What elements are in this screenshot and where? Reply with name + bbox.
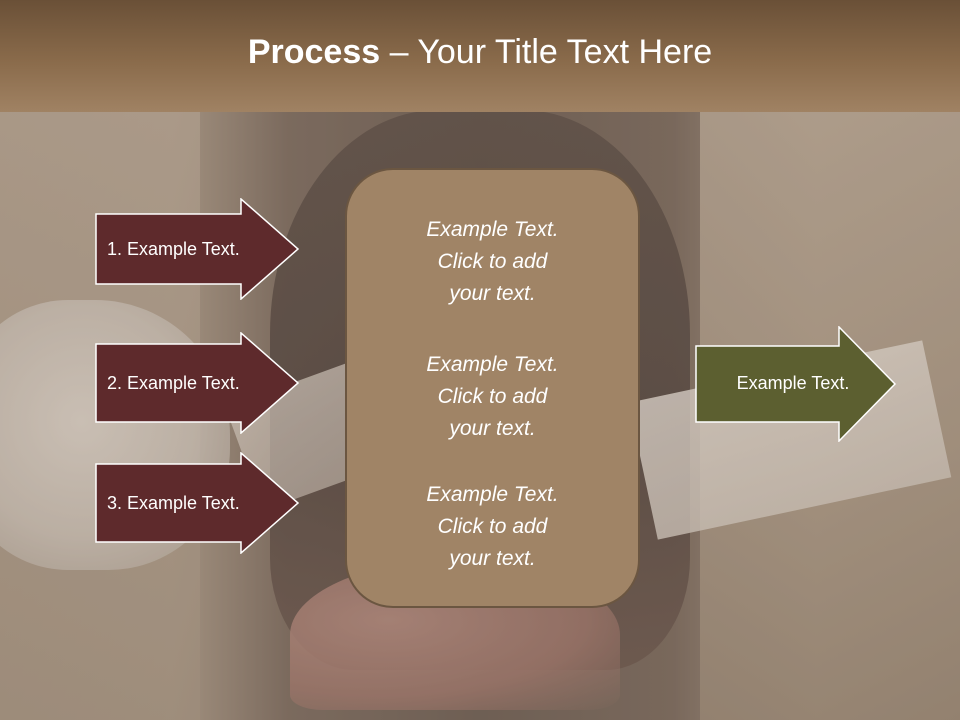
step-arrow-2[interactable]: 2. Example Text. (95, 332, 299, 434)
center-text-1[interactable]: Example Text. Click to add your text. (426, 218, 559, 305)
step-arrow-3[interactable]: 3. Example Text. (95, 452, 299, 554)
arrow-shape-2 (95, 332, 299, 434)
result-arrow[interactable]: Example Text. (695, 326, 897, 442)
arrow-shape-1 (95, 198, 299, 300)
title-band: Process – Your Title Text Here (0, 0, 960, 112)
center-text-3[interactable]: Example Text. Click to add your text. (426, 483, 559, 570)
center-text-box[interactable]: Example Text. Click to add your text. Ex… (345, 168, 640, 608)
step-label-1: 1. Example Text. (107, 238, 240, 259)
result-label: Example Text. (736, 372, 850, 393)
arrow-shape-3 (95, 452, 299, 554)
slide-title[interactable]: Process – Your Title Text Here (0, 30, 960, 74)
step-arrow-1[interactable]: 1. Example Text. (95, 198, 299, 300)
center-text-2[interactable]: Example Text. Click to add your text. (426, 353, 559, 440)
slide-title-bold: Process (247, 33, 381, 71)
result-arrow-shape (695, 326, 897, 442)
slide-title-rest: – Your Title Text Here (380, 33, 713, 71)
step-label-3: 3. Example Text. (107, 492, 240, 513)
step-label-2: 2. Example Text. (107, 372, 240, 393)
